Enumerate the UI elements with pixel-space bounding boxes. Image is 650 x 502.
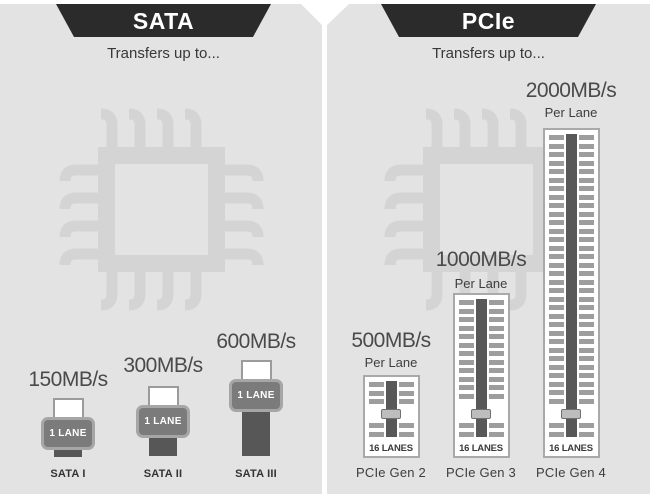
- slot-key-notch: [381, 409, 401, 419]
- sata2-name-label: SATA II: [143, 468, 183, 480]
- gen2-name-label: PCIe Gen 2: [356, 465, 426, 480]
- sata-subtitle: Transfers up to...: [107, 45, 220, 62]
- connector-stem: [242, 410, 270, 456]
- pcie-banner: PCIe: [381, 4, 596, 37]
- pcie-gen2-slot: 500MB/s Per Lane 16 LANES PCIe Gen 2: [336, 329, 446, 480]
- sata1-speed-label: 150MB/s: [28, 368, 108, 391]
- sata2-speed-label: 300MB/s: [123, 354, 203, 377]
- gen2-speed-label: 500MB/s: [351, 329, 431, 352]
- gen3-per-lane-label: Per Lane: [454, 276, 508, 291]
- slot-graphic: 16 LANES: [542, 128, 600, 458]
- connector-body: 1 LANE: [136, 405, 190, 438]
- sata3-speed-label: 600MB/s: [216, 330, 296, 353]
- slot-graphic: 16 LANES: [362, 375, 420, 458]
- slot-center-bar: [565, 134, 577, 437]
- connector-tab: [240, 360, 272, 381]
- sata1-name-label: SATA I: [50, 468, 86, 480]
- sata3-name-label: SATA III: [235, 468, 277, 480]
- sata1-connector: 150MB/s 1 LANE SATA I: [13, 368, 123, 480]
- connector-stem: [54, 448, 82, 457]
- slot-graphic: 16 LANES: [452, 293, 510, 458]
- pcie-gen3-slot: 1000MB/s Per Lane 16 LANES PCIe Gen 3: [426, 248, 536, 480]
- pcie-gen4-slot: 2000MB/s Per Lane 16 LANES PCIe Gen 4: [516, 79, 626, 480]
- slot-pads-lower: [458, 423, 504, 437]
- slot-pads-lower: [548, 423, 594, 437]
- connector-body: 1 LANE: [229, 379, 283, 412]
- gen2-per-lane-label: Per Lane: [364, 355, 418, 370]
- gen4-per-lane-label: Per Lane: [544, 105, 598, 120]
- chip-icon: [59, 108, 264, 311]
- slot-key-notch: [561, 409, 581, 419]
- sata-title: SATA: [132, 8, 195, 34]
- gen3-lanes-label: 16 LANES: [459, 443, 503, 454]
- lane-count-label: 1 LANE: [237, 390, 275, 401]
- slot-pads-upper: [368, 382, 414, 406]
- slot-pads-upper: [458, 300, 504, 406]
- lane-count-label: 1 LANE: [144, 416, 182, 427]
- pcie-panel: PCIe Transfers up to... 500MB/s P: [327, 4, 650, 494]
- gen4-lanes-label: 16 LANES: [549, 443, 593, 454]
- gen4-speed-label: 2000MB/s: [525, 79, 617, 102]
- slot-pads-upper: [548, 135, 594, 406]
- pcie-title: PCIe: [461, 8, 516, 34]
- sata-banner: SATA: [56, 4, 271, 37]
- connector-tab: [147, 386, 179, 407]
- slot-key-notch: [471, 409, 491, 419]
- connector-tab: [52, 398, 84, 419]
- slot-center-bar: [475, 299, 487, 437]
- gen4-name-label: PCIe Gen 4: [536, 465, 606, 480]
- gen2-lanes-label: 16 LANES: [369, 443, 413, 454]
- lane-count-label: 1 LANE: [49, 428, 87, 439]
- sata3-connector: 600MB/s 1 LANE SATA III: [201, 330, 311, 480]
- slot-pads-lower: [368, 423, 414, 437]
- connector-stem: [149, 436, 177, 456]
- pcie-subtitle: Transfers up to...: [432, 45, 545, 62]
- gen3-name-label: PCIe Gen 3: [446, 465, 516, 480]
- sata2-connector: 300MB/s 1 LANE SATA II: [108, 354, 218, 480]
- gen3-speed-label: 1000MB/s: [435, 248, 527, 271]
- sata-panel: SATA Transfers up to... 150MB/s: [0, 4, 322, 494]
- connector-body: 1 LANE: [41, 417, 95, 450]
